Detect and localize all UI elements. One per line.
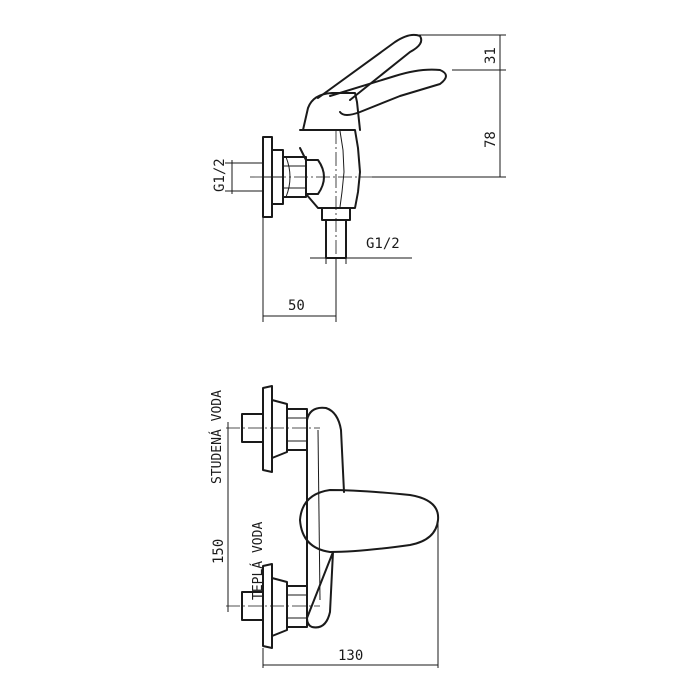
front-dim-130-label: 130: [338, 648, 363, 664]
front-body-shade: [317, 429, 321, 601]
side-body-shade: [339, 130, 345, 208]
side-inlet-thread-label: G1/2: [212, 158, 228, 192]
side-outlet-thread-label: G1/2: [366, 236, 400, 252]
front-inlet-cold: [241, 385, 308, 473]
front-mixer-body: [306, 406, 345, 629]
side-dim-78-label: 78: [483, 131, 499, 148]
side-mixer-body: [299, 129, 361, 209]
side-dim-50-label: 50: [288, 298, 305, 314]
front-lever: [299, 489, 440, 553]
front-dim-150-label: 150: [211, 539, 227, 564]
front-view: 150 STUDENÁ VODA TEPLÁ VODA 130: [209, 385, 440, 668]
side-view: G1/2 G1/2 50 31 78: [212, 33, 506, 322]
front-label-cold: STUDENÁ VODA: [209, 390, 225, 484]
front-label-hot: TEPLÁ VODA: [250, 522, 266, 600]
side-lever-open: [317, 33, 423, 101]
side-lever-closed: [329, 68, 447, 116]
side-dim-31-label: 31: [483, 47, 499, 64]
side-inlet-nut: [282, 156, 307, 198]
